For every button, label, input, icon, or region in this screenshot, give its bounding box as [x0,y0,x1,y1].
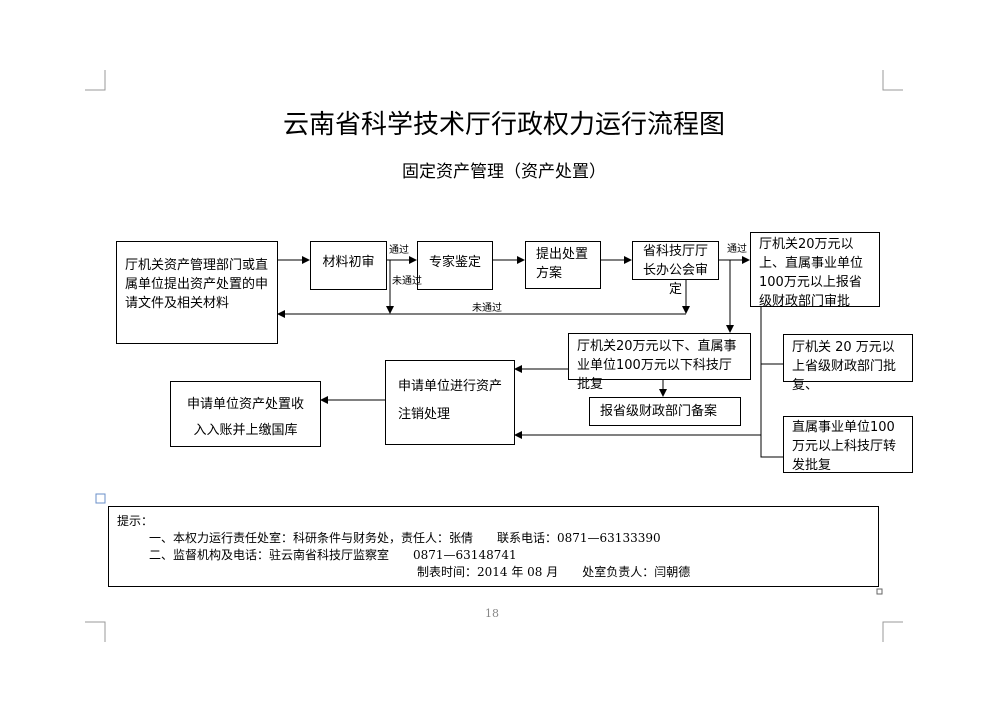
flow-connectors [277,256,783,458]
step-initial-review: 材料初审 [310,241,387,290]
step-office-meeting: 省科技厅厅长办公会审定 [632,241,719,297]
crop-marks [85,70,903,642]
step-expert: 专家鉴定 [417,241,493,290]
step-forward-approval: 直属事业单位100万元以上科技厅转发批复 [783,416,913,473]
table-move-handle [95,493,106,504]
page-number: 18 [485,607,499,620]
page-subtitle: 固定资产管理（资产处置） [402,162,606,182]
step-above-limit: 厅机关20万元以上、直属事业单位100万元以上报省级财政部门审批 [750,232,880,309]
label-fail: 未通过 [472,303,502,314]
step-proposal: 提出处置方案 [525,241,601,289]
notes-line: 二、监督机构及电话：驻云南省科技厅监察室 0871—63148741 [149,548,517,562]
notes-heading: 提示： [117,514,154,528]
step-filing: 报省级财政部门备案 [589,397,741,426]
step-write-off: 申请单位进行资产注销处理 [385,360,515,445]
label-pass: 通过 [389,245,409,256]
table-resize-handle [876,588,883,595]
step-submit: 厅机关资产管理部门或直属单位提出资产处置的申请文件及相关材料 [116,241,278,344]
notes-line: 一、本权力运行责任处室：科研条件与财务处，责任人：张倩 联系电话：0871—63… [149,531,661,545]
label-pass: 通过 [727,244,747,255]
step-below-limit: 厅机关20万元以下、直属事业单位100万元以下科技厅批复 [568,333,751,392]
page-title: 云南省科学技术厅行政权力运行流程图 [282,110,725,140]
step-income: 申请单位资产处置收入入账并上缴国库 [170,381,321,447]
notes-line: 制表时间：2014 年 08 月 处室负责人：闫朝德 [417,565,691,579]
notes-box: 提示： 一、本权力运行责任处室：科研条件与财务处，责任人：张倩 联系电话：087… [108,506,879,587]
label-fail: 未通过 [392,276,422,287]
step-finance-approval: 厅机关 20 万元以上省级财政部门批复、 [783,334,913,393]
